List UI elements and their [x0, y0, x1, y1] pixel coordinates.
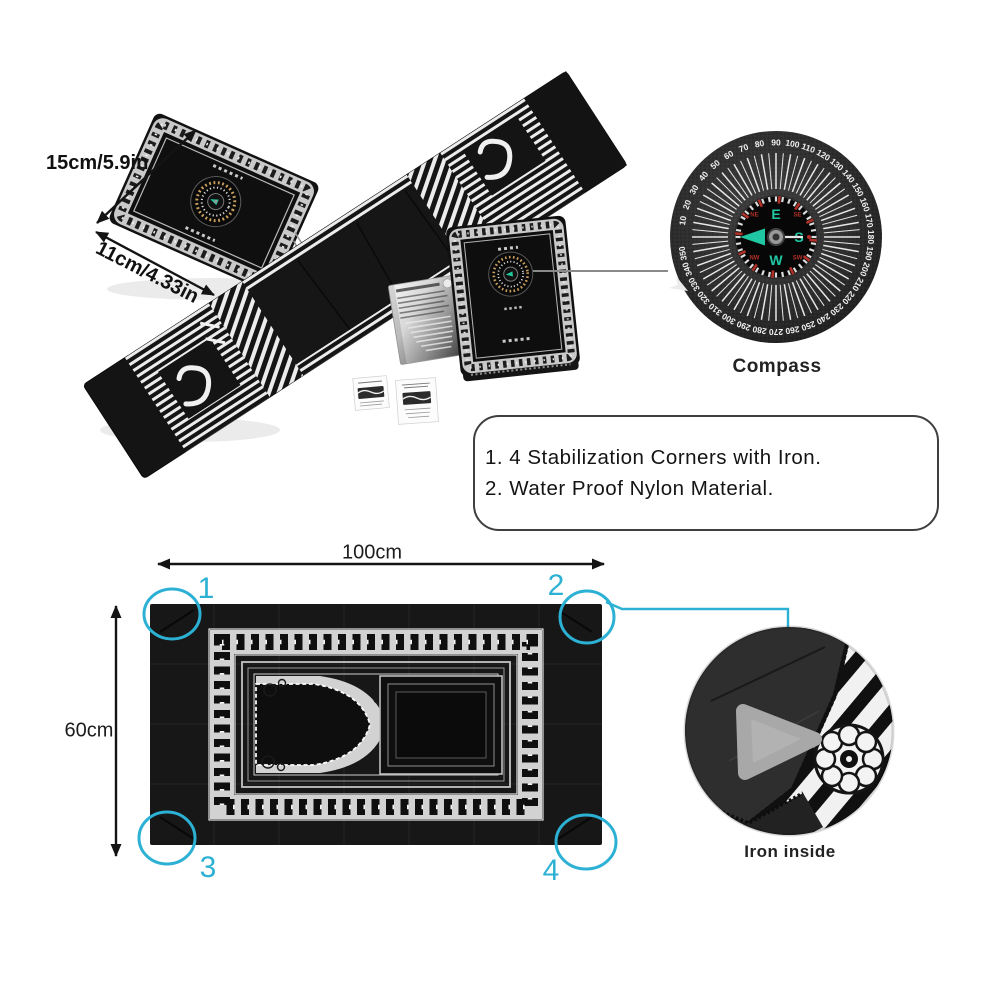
mat-width-label: 100cm: [341, 541, 403, 564]
svg-text:60: 60: [722, 148, 735, 162]
instruction-card-1: [352, 375, 390, 411]
feature-line-2: 2. Water Proof Nylon Material.: [485, 477, 774, 500]
mat-height-label: 60cm: [64, 719, 114, 742]
svg-text:200: 200: [858, 261, 872, 278]
svg-text:10: 10: [677, 215, 689, 226]
iron-inside-label: Iron inside: [744, 842, 836, 861]
svg-text:250: 250: [800, 319, 817, 333]
feature-box: 1. 4 Stabilization Corners with Iron. 2.…: [473, 415, 939, 531]
svg-text:NE: NE: [750, 212, 758, 218]
svg-text:SE: SE: [794, 212, 802, 218]
svg-text:SW: SW: [793, 256, 803, 262]
corner-marker-circle-2: [558, 589, 616, 645]
iron-zoom-photo: [683, 625, 895, 837]
svg-text:E: E: [771, 206, 780, 222]
svg-text:20: 20: [681, 198, 694, 211]
svg-text:110: 110: [800, 141, 817, 155]
dim-arrow-11cm: [95, 230, 215, 297]
corner-marker-circle-3: [137, 810, 197, 866]
svg-text:340: 340: [680, 261, 694, 278]
corner-marker-3: 3: [199, 851, 217, 884]
prayer-mat-photo: [150, 604, 602, 845]
svg-text:260: 260: [784, 324, 800, 336]
corner-marker-4: 4: [542, 854, 560, 887]
iron-callout-line: [605, 600, 790, 628]
compass-needle: [740, 228, 765, 246]
small-pouch-photo: [446, 215, 580, 382]
iron-plate: [736, 704, 822, 780]
svg-text:W: W: [769, 252, 783, 268]
svg-text:100: 100: [785, 138, 801, 150]
instruction-booklet-photo: [388, 275, 466, 365]
mihrab-niche: [255, 683, 371, 766]
feature-line-1: 1. 4 Stabilization Corners with Iron.: [485, 446, 822, 469]
qibla-arrow-print: [668, 275, 688, 291]
corner-marker-1: 1: [197, 572, 215, 605]
svg-text:350: 350: [676, 245, 688, 261]
svg-text:270: 270: [769, 327, 783, 337]
fold-width-label: 15cm/5.9in: [46, 152, 149, 174]
corner-marker-circle-4: [554, 813, 618, 871]
instruction-card-2: [395, 377, 439, 425]
svg-text:170: 170: [863, 213, 875, 229]
compass-label: Compass: [732, 356, 822, 377]
pouch-compass-print: [190, 176, 242, 228]
svg-text:180: 180: [866, 230, 876, 244]
svg-text:NW: NW: [749, 256, 759, 262]
folded-strip-mat-photo: [83, 71, 628, 478]
svg-text:290: 290: [735, 319, 752, 333]
pouch-compass-print: [488, 251, 534, 297]
svg-text:80: 80: [754, 138, 765, 150]
svg-text:30: 30: [687, 183, 701, 196]
svg-text:90: 90: [771, 137, 781, 147]
dim-arrow-15cm: [96, 129, 197, 224]
corner-marker-2: 2: [547, 569, 565, 602]
svg-text:280: 280: [751, 324, 767, 336]
svg-text:190: 190: [863, 246, 875, 262]
svg-text:70: 70: [737, 142, 750, 155]
svg-text:160: 160: [858, 196, 872, 213]
corner-marker-circle-1: [142, 587, 202, 641]
under-flap: [685, 793, 823, 835]
